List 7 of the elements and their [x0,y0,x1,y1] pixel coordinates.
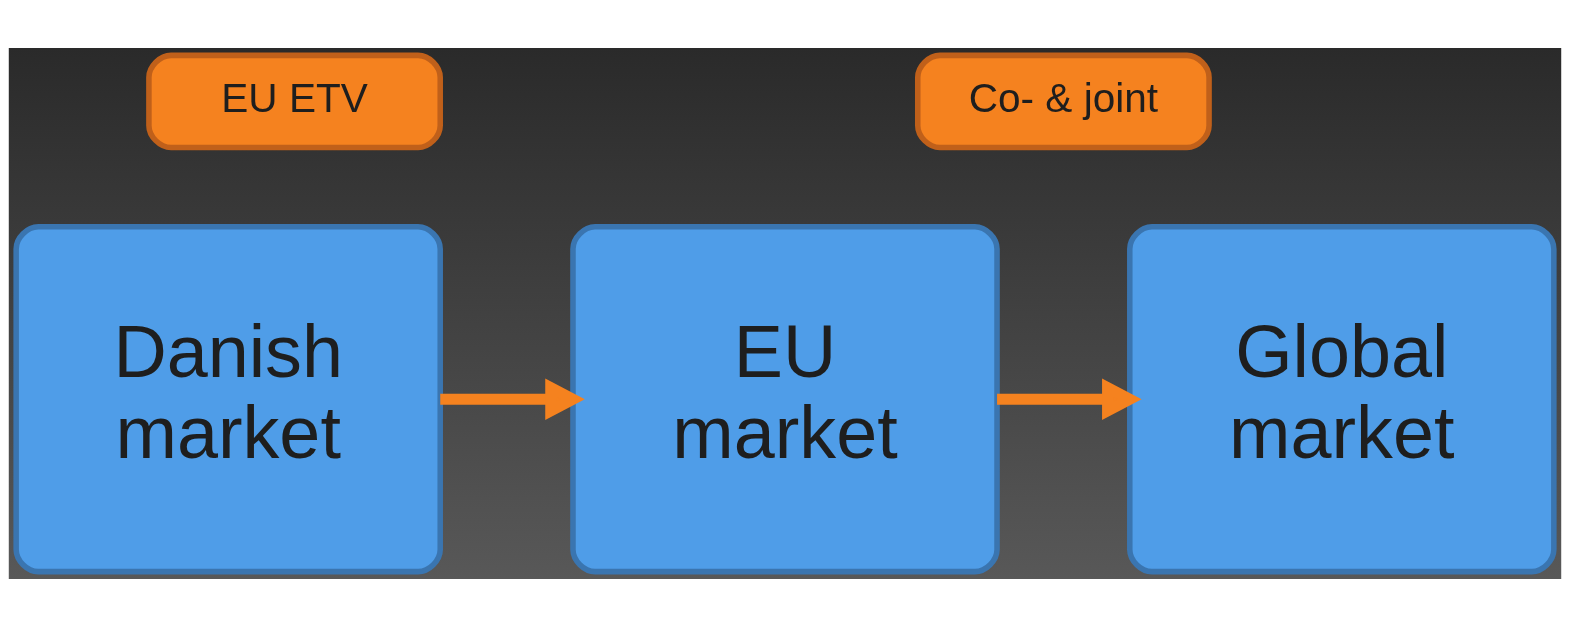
node-box: Danish market [13,224,443,575]
arrow [440,378,585,420]
node-box: EU ETV [146,52,443,151]
node-box: EU market [570,224,1000,575]
node-box: Global market [1127,224,1557,575]
node-box: Co- & joint [915,52,1212,151]
arrow [997,378,1142,420]
